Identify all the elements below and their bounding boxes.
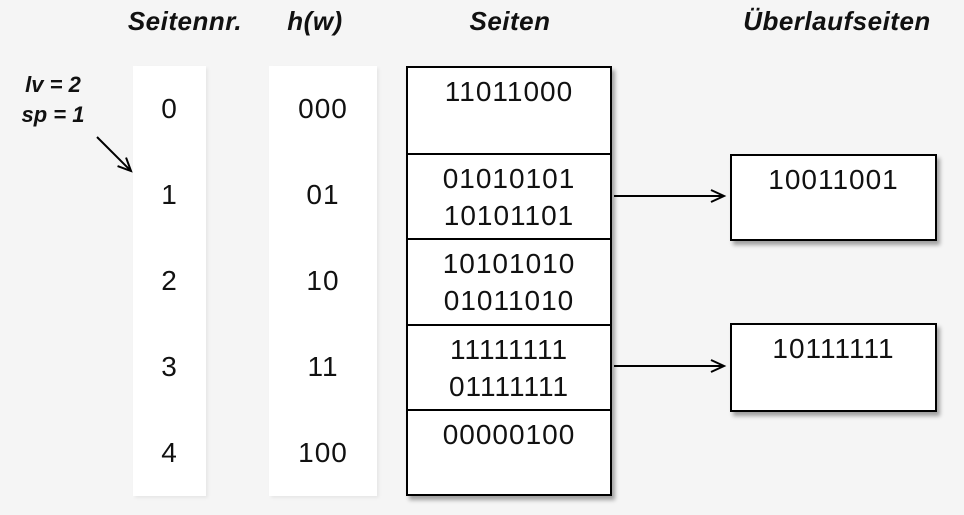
page-number-0: 0 — [161, 93, 178, 124]
page-bucket-3: 11111111 01111111 — [408, 323, 610, 409]
page-number-4: 4 — [161, 437, 178, 468]
column-header-seiten: Seiten — [469, 6, 551, 36]
hash-value-2: 10 — [306, 265, 340, 296]
hash-value-3: 11 — [307, 351, 339, 382]
state-annotation: lv = 2 sp = 1 — [6, 70, 100, 130]
record-value: 00000100 — [442, 418, 576, 450]
page-number-3: 3 — [161, 351, 178, 382]
level-value: lv = 2 — [25, 72, 81, 97]
record-value: 01111111 — [448, 370, 570, 402]
record-value: 01011010 — [443, 285, 575, 317]
overflow-page-bucket-1: 10011001 — [730, 154, 937, 241]
hash-value-1: 01 — [306, 179, 340, 210]
overflow-page-bucket-3: 10111111 — [730, 323, 937, 412]
split-pointer-arrow-icon — [96, 136, 133, 173]
record-value: 10111111 — [772, 333, 895, 364]
record-value: 11011000 — [444, 76, 574, 107]
record-value: 11111111 — [449, 333, 569, 365]
page-number-column: 0 1 2 3 4 — [133, 66, 206, 496]
record-value: 10101010 — [442, 248, 576, 280]
pages-table: 11011000 01010101 10101101 10101010 0101… — [406, 66, 612, 496]
record-value: 10101101 — [443, 200, 575, 232]
page-bucket-2: 10101010 01011010 — [408, 238, 610, 323]
hash-value-4: 100 — [298, 437, 348, 468]
column-header-ueberlaufseiten: Überlaufseiten — [743, 6, 931, 36]
split-pointer-value: sp = 1 — [21, 102, 85, 127]
column-header-seitennr: Seitennr. — [127, 6, 243, 36]
page-bucket-0: 11011000 — [408, 68, 610, 153]
page-bucket-1: 01010101 10101101 — [408, 153, 610, 238]
page-number-2: 2 — [161, 265, 178, 296]
record-value: 10011001 — [768, 164, 899, 195]
page-number-1: 1 — [161, 179, 178, 210]
page-bucket-4: 00000100 — [408, 408, 610, 494]
column-header-hash: h(w) — [287, 6, 343, 36]
hash-value-0: 000 — [298, 93, 348, 124]
hash-value-column: 000 01 10 11 100 — [269, 66, 377, 496]
record-value: 01010101 — [442, 163, 576, 195]
